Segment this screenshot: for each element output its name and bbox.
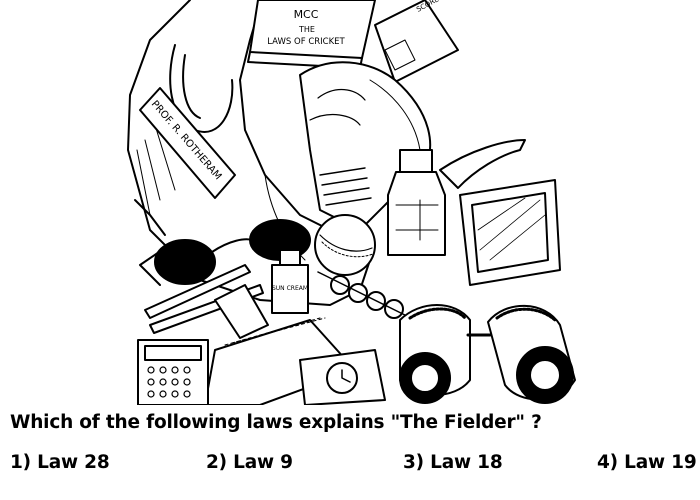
bead-counter <box>317 271 416 321</box>
laws-of-cricket-book: MCC THE LAWS OF CRICKET <box>247 0 376 69</box>
score-card: SCORE <box>374 0 459 83</box>
sun-cream-bottle: SUN CREAM <box>271 249 309 314</box>
binoculars <box>399 304 576 404</box>
answer-option-4[interactable]: 4) Law 19 <box>597 452 697 473</box>
banana <box>439 139 526 189</box>
water-bottle <box>387 149 446 256</box>
calculator <box>137 339 209 405</box>
book-title-line2: LAWS OF CRICKET <box>267 37 345 47</box>
cricket-ball <box>314 214 376 276</box>
bottle-label: SUN CREAM <box>272 285 308 292</box>
quiz-question: Which of the following laws explains "Th… <box>10 412 542 433</box>
camera <box>299 349 386 405</box>
book-title-line1: THE <box>298 25 315 34</box>
eraser <box>214 284 269 339</box>
sandwich-box <box>459 179 561 286</box>
answer-option-3[interactable]: 3) Law 18 <box>403 452 503 473</box>
answer-option-2[interactable]: 2) Law 9 <box>206 452 293 473</box>
book-monogram: MCC <box>294 8 319 21</box>
cricket-equipment-illustration: PROF. R. ROTHERAM MCC THE LAWS OF CRICKE… <box>127 0 576 405</box>
answer-option-1[interactable]: 1) Law 28 <box>10 452 110 473</box>
